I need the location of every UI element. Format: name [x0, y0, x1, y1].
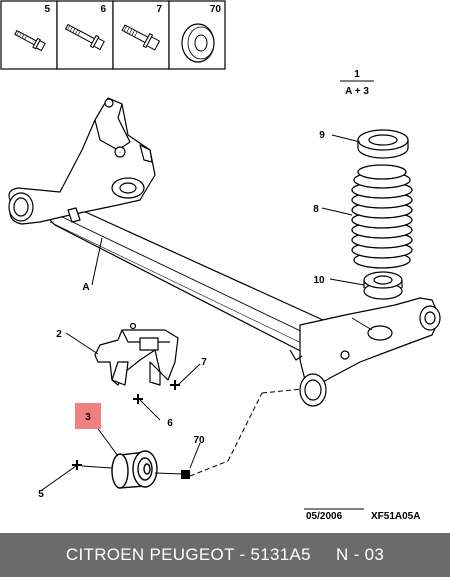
part-label-70: 70 — [210, 4, 222, 15]
date-code: 05/2006 — [306, 511, 343, 522]
callout-7[interactable]: 7 — [201, 357, 207, 368]
washer-marker-70 — [181, 470, 190, 479]
part-label-5: 5 — [44, 4, 50, 15]
upper-spring-seat[interactable] — [357, 129, 409, 159]
part-label-7: 7 — [156, 4, 162, 15]
washer-70-icon — [181, 23, 215, 63]
part-box-5[interactable] — [0, 0, 58, 70]
leader-lines — [41, 134, 365, 491]
ratio-bottom: A + 3 — [345, 86, 369, 97]
callout-6[interactable]: 6 — [167, 418, 173, 429]
footer-bar: CITROEN PEUGEOT - 5131A5 N - 03 — [0, 533, 450, 577]
screw-marker-6 — [133, 394, 143, 404]
bolt-6-icon — [64, 23, 105, 51]
bolt-7-icon — [121, 24, 161, 51]
ref-code: XF51A05A — [371, 511, 420, 522]
ratio-top: 1 — [354, 69, 360, 80]
silent-block-bush[interactable] — [111, 450, 158, 489]
lower-spring-seat[interactable] — [363, 271, 403, 300]
screw-markers — [72, 380, 180, 470]
rear-axle-beam[interactable] — [8, 97, 441, 407]
callout-8[interactable]: 8 — [313, 204, 319, 215]
bolt-5-icon — [14, 29, 46, 52]
callout-2[interactable]: 2 — [56, 329, 62, 340]
footer-text: CITROEN PEUGEOT - 5131A5 N - 03 — [65, 545, 385, 564]
callout-70[interactable]: 70 — [193, 435, 205, 446]
header-parts-strip: 5 6 7 70 — [0, 0, 226, 70]
callout-3-highlight — [75, 403, 101, 429]
screw-marker-5 — [72, 460, 82, 470]
callout-5[interactable]: 5 — [38, 489, 44, 500]
part-label-6: 6 — [100, 4, 106, 15]
callout-A[interactable]: A — [82, 282, 89, 293]
screw-marker-7 — [170, 380, 180, 390]
callout-3[interactable]: 3 — [85, 412, 91, 423]
callout-10[interactable]: 10 — [313, 275, 325, 286]
axle-bracket[interactable] — [94, 322, 179, 386]
callout-9[interactable]: 9 — [319, 130, 325, 141]
ratio-note: 1 A + 3 — [340, 69, 374, 97]
coil-spring[interactable] — [351, 164, 413, 269]
